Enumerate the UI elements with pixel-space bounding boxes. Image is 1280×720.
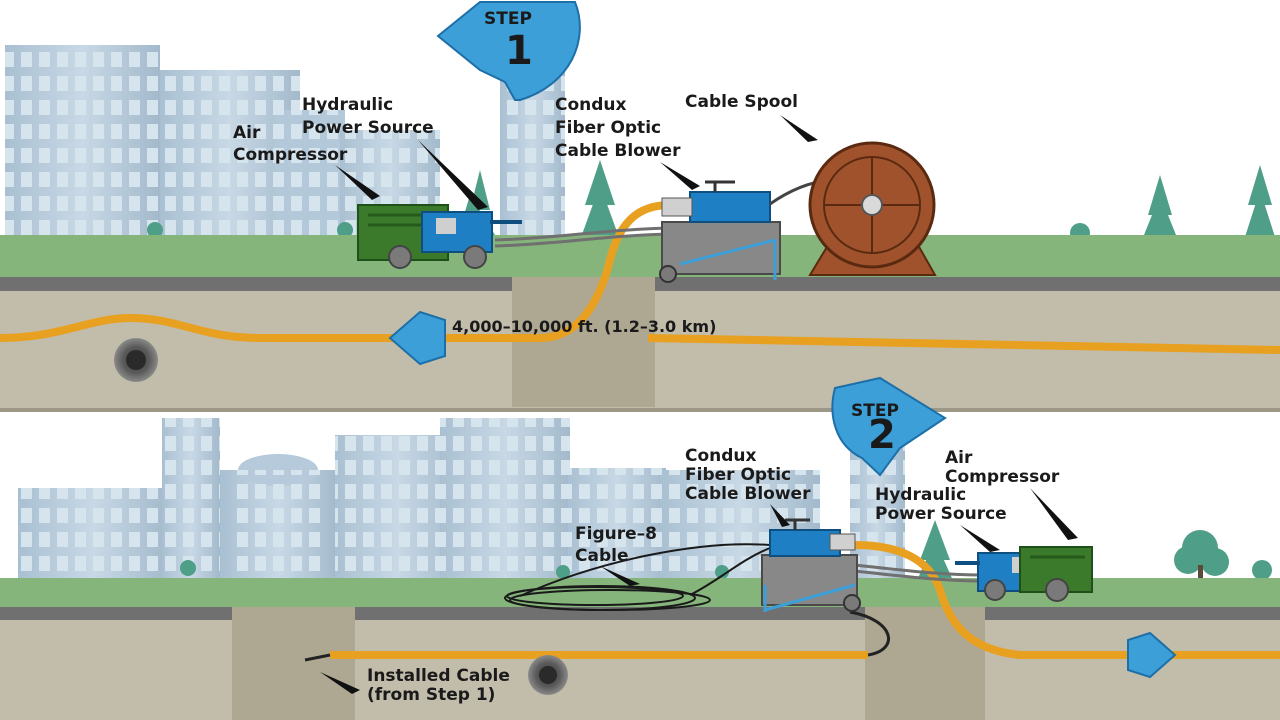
step2-trench-left xyxy=(232,607,355,720)
step2-label-blower-line2: Fiber Optic xyxy=(685,465,791,485)
step2-badge: STEP 2 xyxy=(831,376,947,477)
step1-label-blower-line3: Cable Blower xyxy=(555,141,681,161)
step2-panel: STEP 2 Condux Fiber Optic Cable Blower A… xyxy=(0,376,1280,720)
step2-label-installed-cable-line2: (from Step 1) xyxy=(367,685,495,705)
step1-badge: STEP 1 xyxy=(436,0,581,101)
step2-figure8-cable xyxy=(504,543,771,611)
step1-badge-number: 1 xyxy=(505,28,533,74)
step1-label-hydraulic-line2: Power Source xyxy=(302,118,434,138)
step1-badge-word: STEP xyxy=(484,9,532,29)
step2-label-blower-line3: Cable Blower xyxy=(685,484,811,504)
step2-direction-arrow xyxy=(1127,631,1177,679)
step1-label-blower-line1: Condux xyxy=(555,95,627,115)
step2-label-figure8-line1: Figure–8 xyxy=(575,524,657,544)
step1-label-air-compressor-line1: Air xyxy=(233,123,261,143)
step1-direction-arrow xyxy=(388,310,446,366)
step2-label-hydraulic-line1: Hydraulic xyxy=(875,485,966,505)
step2-trench-right xyxy=(865,607,985,720)
step1-grass xyxy=(0,235,1280,277)
step2-air-compressor xyxy=(1019,546,1093,602)
step2-label-hydraulic-line2: Power Source xyxy=(875,504,1007,524)
step1-label-blower-line2: Fiber Optic xyxy=(555,118,661,138)
step2-ground xyxy=(0,620,1280,720)
step2-label-figure8-line2: Cable xyxy=(575,546,628,566)
step2-label-air-compressor-line2: Compressor xyxy=(945,467,1060,487)
step2-badge-word: STEP xyxy=(851,401,899,421)
step1-duct-cable xyxy=(0,201,671,342)
step2-badge-number: 2 xyxy=(868,412,896,458)
step1-label-air-compressor-line2: Compressor xyxy=(233,145,348,165)
step2-label-blower-line1: Condux xyxy=(685,446,757,466)
step1-cable-spool xyxy=(808,141,937,276)
step1-cable-blower xyxy=(659,180,781,283)
step1-distance-label: 4,000–10,000 ft. (1.2–3.0 km) xyxy=(452,317,716,336)
step1-label-hydraulic-line1: Hydraulic xyxy=(302,95,393,115)
step1-panel: STEP 1 Air Compressor Hydraulic Power So… xyxy=(0,0,1280,412)
step2-duct-cable xyxy=(854,541,1280,659)
step2-cable-blower xyxy=(761,518,861,612)
step1-label-cable-spool: Cable Spool xyxy=(685,92,798,112)
step1-hydraulic-power-source xyxy=(421,211,522,269)
step2-label-air-compressor-line1: Air xyxy=(945,448,973,468)
step2-label-installed-cable-line1: Installed Cable xyxy=(367,666,510,686)
